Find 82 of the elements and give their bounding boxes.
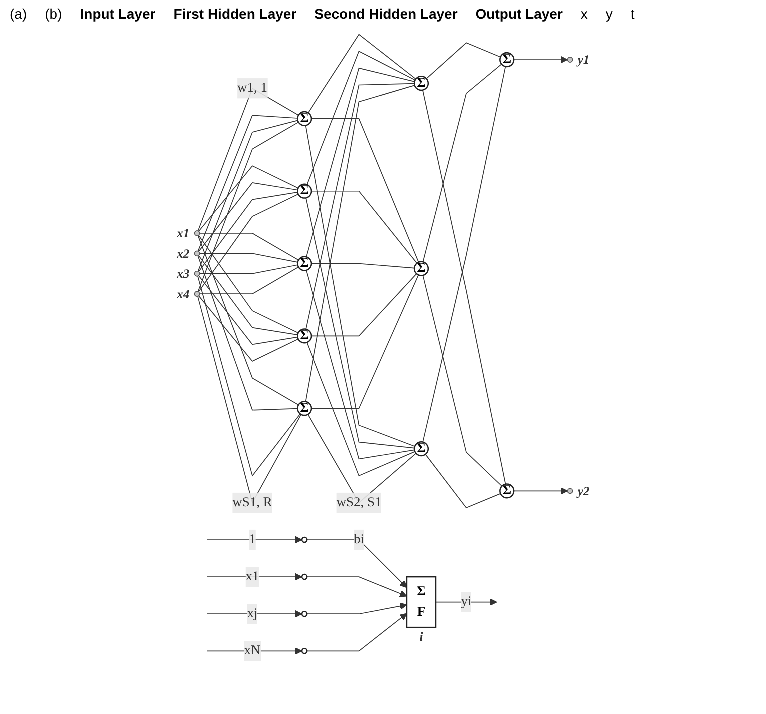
- connection-line: [198, 255, 298, 336]
- connection-line: [311, 274, 420, 410]
- layer-heading: First Hidden Layer: [174, 6, 297, 22]
- arrow: [207, 573, 302, 581]
- signal-label: t: [630, 6, 635, 22]
- arrow: [514, 487, 568, 495]
- connection-line: [198, 115, 298, 252]
- connection-line: [306, 270, 416, 460]
- connection-line: [305, 85, 416, 402]
- summation-node: Σ: [414, 76, 430, 92]
- connection-line: [199, 264, 298, 274]
- panel-label: (b): [45, 6, 62, 22]
- layer-heading: Output Layer: [476, 6, 563, 22]
- summation-node: Σ: [297, 328, 312, 344]
- summation-node: Σ: [414, 441, 430, 457]
- connection-line: [305, 125, 416, 448]
- connection-line: [306, 83, 415, 330]
- connection-line: [422, 90, 506, 485]
- summation-node: Σ: [297, 256, 312, 272]
- node-caption: x1: [177, 226, 190, 241]
- node-circle: [301, 610, 308, 618]
- connection-line: [426, 42, 502, 80]
- arrow: [207, 610, 302, 618]
- connection-line: [198, 192, 298, 272]
- connection-line: [311, 118, 420, 263]
- connection-line: [306, 51, 416, 186]
- connection-line: [199, 253, 298, 263]
- summation-node: Σ: [297, 111, 312, 127]
- arrow: [306, 540, 408, 588]
- arrow: [436, 598, 498, 606]
- summation-node: Σ: [414, 261, 430, 276]
- node-circle: [301, 536, 308, 544]
- input-output-node: [194, 270, 200, 277]
- connection-line: [311, 190, 418, 264]
- input-output-node: [194, 291, 200, 298]
- node-caption: i: [420, 630, 424, 644]
- connection-line: [198, 182, 298, 252]
- signal-label: x: [580, 6, 588, 22]
- arrow: [306, 576, 408, 598]
- node-caption: y2: [578, 484, 590, 498]
- summation-node: Σ: [500, 484, 515, 499]
- summation-node: Σ: [297, 184, 312, 199]
- connection-line: [198, 194, 299, 292]
- arrow: [514, 56, 568, 64]
- layer-heading: Second Hidden Layer: [314, 6, 458, 22]
- connection-line: [198, 296, 299, 362]
- arrow: [306, 613, 408, 652]
- layer-heading: Input Layer: [80, 6, 156, 22]
- node-caption: x3: [177, 267, 190, 282]
- connection-line: [198, 276, 301, 477]
- node-circle: [301, 648, 308, 654]
- summation-node: Σ: [500, 52, 515, 68]
- connection-line: [311, 263, 415, 269]
- input-output-node: [194, 230, 200, 236]
- summation-node: Σ: [297, 401, 312, 416]
- input-output-node: [567, 57, 574, 63]
- input-output-node: [194, 250, 200, 257]
- arrow: [207, 647, 302, 655]
- panel-label: (a): [10, 6, 28, 22]
- connection-line: [308, 34, 416, 114]
- node-caption: x4: [177, 287, 190, 302]
- connection-line: [199, 233, 299, 261]
- neuron-box: Σ F: [406, 576, 437, 628]
- connection-line: [422, 64, 502, 263]
- arrow: [207, 536, 302, 544]
- connection-line: [198, 166, 299, 232]
- connection-line: [198, 235, 299, 334]
- node-caption: x2: [177, 246, 190, 261]
- signal-label: y: [606, 6, 613, 22]
- connection-line: [198, 275, 298, 346]
- connection-line: [422, 275, 502, 487]
- connection-line: [199, 266, 299, 295]
- node-circle: [301, 574, 308, 580]
- connection-line: [306, 68, 416, 258]
- connection-line: [425, 454, 502, 509]
- connection-line: [422, 66, 506, 443]
- input-output-node: [567, 488, 574, 494]
- connection-line: [306, 342, 416, 477]
- connection-line: [306, 198, 415, 449]
- arrow: [306, 602, 408, 615]
- connection-line: [311, 274, 418, 337]
- node-caption: y1: [578, 53, 590, 68]
